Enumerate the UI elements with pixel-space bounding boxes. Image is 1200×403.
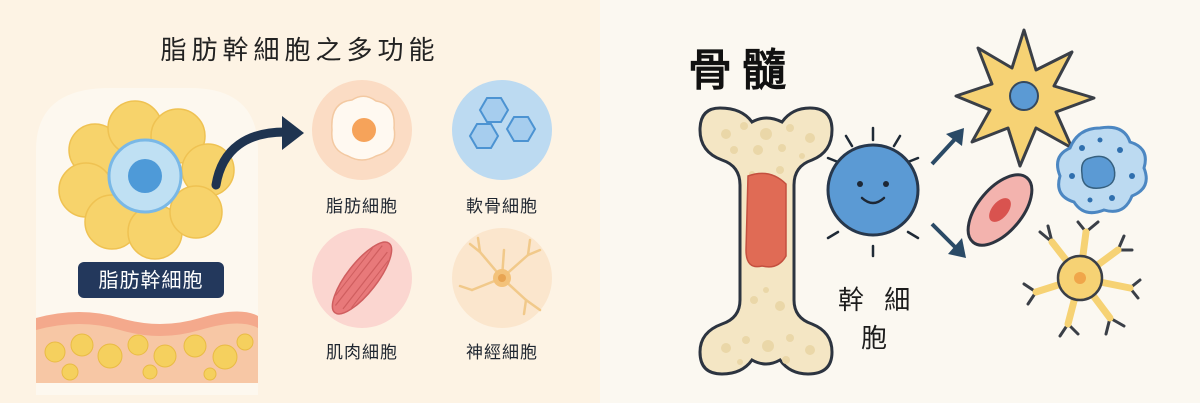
skin-layer-icon [36, 311, 258, 383]
arrow-up-icon [930, 128, 964, 166]
cartilage-cell-label: 軟骨細胞 [466, 197, 538, 217]
star-cell-icon [954, 28, 1096, 168]
granular-cell-icon [1056, 125, 1148, 215]
fat-cluster-icon [58, 100, 235, 260]
stem-cell-icon [107, 138, 183, 214]
right-title: 骨髓 [688, 45, 796, 96]
stem-cell-label-line1: 幹 細 [838, 286, 917, 316]
red-cell-icon [966, 173, 1034, 247]
differentiation-arrow-icon [211, 116, 304, 190]
fat-cell-label: 脂肪細胞 [326, 197, 398, 217]
muscle-cell-label: 肌肉細胞 [326, 343, 398, 363]
arrow-down-icon [930, 222, 966, 258]
nerve-cell-icon [452, 228, 552, 328]
source-cell-badge: 脂肪幹細胞 [78, 262, 224, 298]
fat-cell-icon [312, 80, 412, 180]
nerve-cell-label: 神經細胞 [466, 343, 538, 363]
stem-cell-label-line2: 胞 [861, 324, 894, 354]
neuron-like-cell-icon [1022, 220, 1142, 338]
muscle-cell-icon [312, 228, 412, 328]
bone-icon [698, 106, 834, 376]
left-title: 脂肪幹細胞之多功能 [160, 36, 440, 66]
cartilage-cell-icon [452, 80, 552, 180]
smiling-stem-cell-icon [826, 126, 920, 258]
